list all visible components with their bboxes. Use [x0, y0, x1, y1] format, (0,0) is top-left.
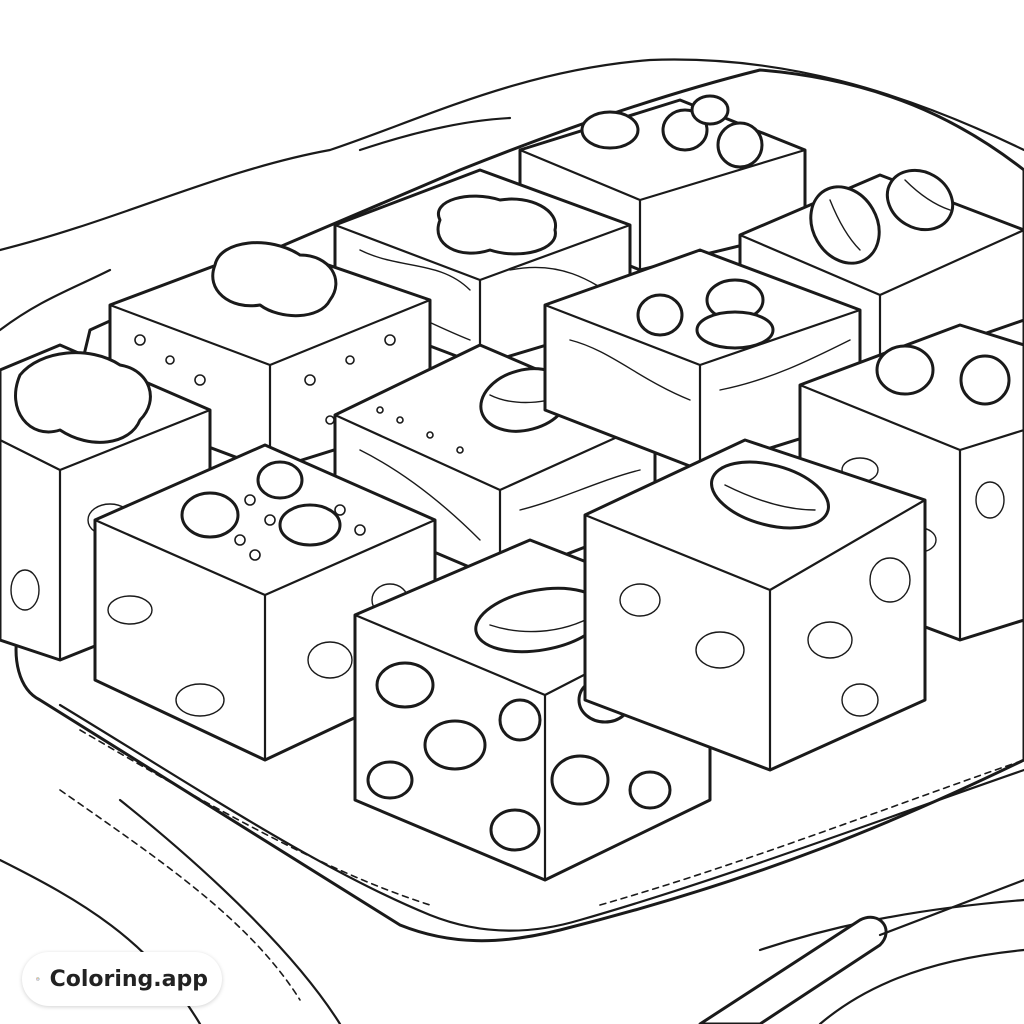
knife: [698, 878, 1024, 1024]
nut-bar-front-right: [583, 438, 927, 772]
palette-icon: [36, 977, 40, 981]
watermark-badge[interactable]: Coloring.app: [22, 952, 222, 1006]
brand-label: Coloring.app: [49, 966, 208, 992]
nut-bars: [0, 94, 1024, 882]
